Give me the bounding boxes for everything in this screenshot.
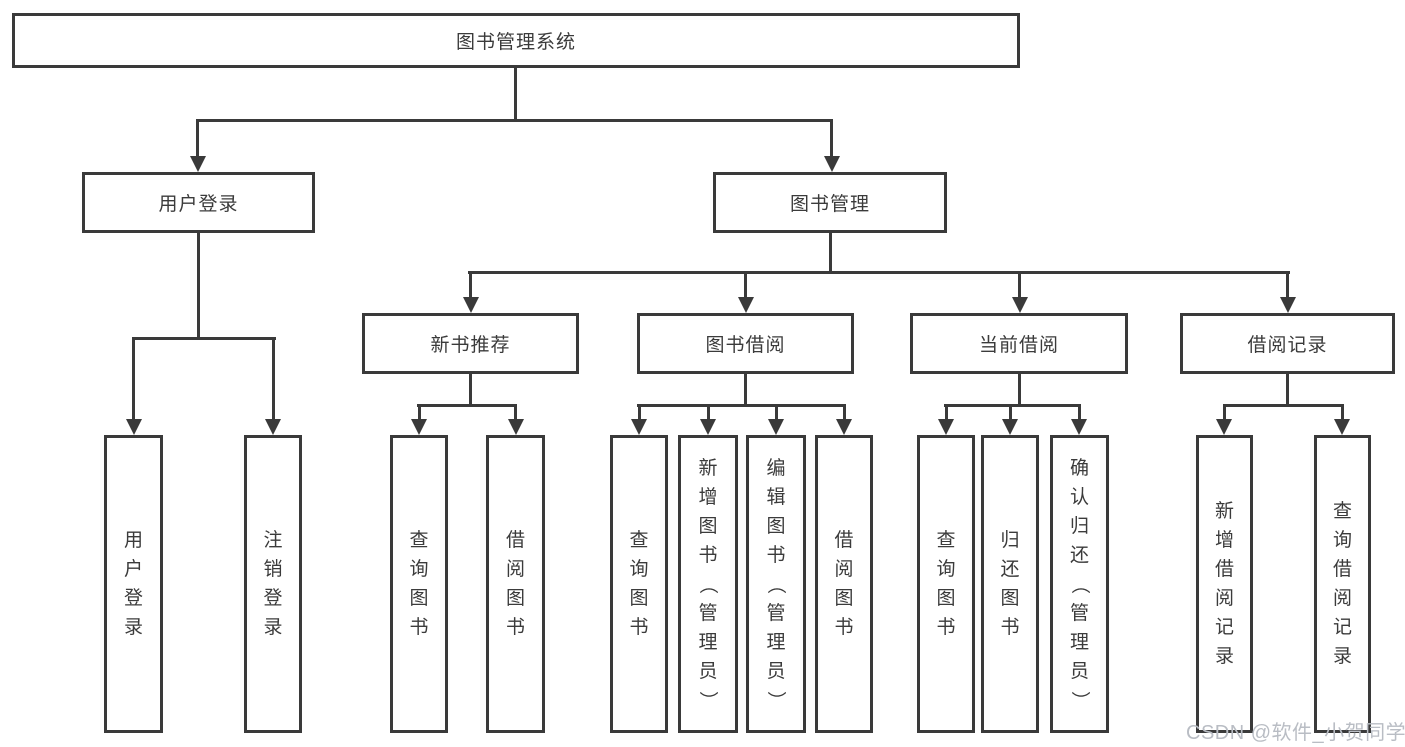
leaf-borrow-books-action-label: 借阅图书: [834, 530, 854, 638]
connector-book-borrow-stem: [744, 374, 747, 406]
connector-borrow-record-stem: [1286, 374, 1289, 406]
leaf-query-borrow-record-label: 查询借阅记录: [1332, 501, 1352, 667]
node-book-management-label: 图书管理: [789, 194, 870, 215]
node-book-management: 图书管理: [713, 172, 947, 233]
arrowhead-user-login: [190, 156, 206, 172]
node-current-borrow: 当前借阅: [910, 313, 1128, 374]
arrowhead-b2: [700, 419, 716, 435]
leaf-current-query-books-label: 查询图书: [936, 530, 956, 638]
connector-level3-branch: [468, 271, 1290, 274]
leaf-borrow-query-books: 查询图书: [610, 435, 668, 733]
arrowhead-a2: [508, 419, 524, 435]
connector-book-mgmt-stem: [829, 233, 832, 273]
connector-drop-b1: [638, 404, 641, 421]
leaf-return-books: 归还图书: [981, 435, 1039, 733]
connector-current-borrow-stem: [1018, 374, 1021, 406]
connector-drop-c2: [1009, 404, 1012, 421]
node-current-borrow-label: 当前借阅: [978, 335, 1059, 356]
connector-drop-b4: [843, 404, 846, 421]
leaf-borrow-query-books-label: 查询图书: [629, 530, 649, 638]
arrowhead-b1: [631, 419, 647, 435]
connector-user-login-branch: [132, 337, 276, 340]
node-root-system: 图书管理系统: [12, 13, 1020, 68]
connector-drop-a2: [514, 404, 517, 421]
node-user-login-label: 用户登录: [158, 194, 239, 215]
connector-drop-book-mgmt: [830, 119, 833, 158]
csdn-watermark: CSDN @软件_小贺同学: [1186, 722, 1405, 744]
leaf-recommend-query-books: 查询图书: [390, 435, 448, 733]
leaf-edit-books-admin: 编辑图书（管理员）: [746, 435, 806, 733]
connector-drop-borrow-record: [1286, 271, 1289, 299]
arrowhead-login-leaf: [126, 419, 142, 435]
arrowhead-c2: [1002, 419, 1018, 435]
leaf-recommend-borrow-books-label: 借阅图书: [505, 530, 525, 638]
connector-new-book-stem: [469, 374, 472, 406]
arrowhead-borrow-record: [1280, 297, 1296, 313]
connector-drop-logout-leaf: [272, 337, 275, 421]
leaf-return-books-label: 归还图书: [1000, 530, 1020, 638]
connector-borrow-record-branch: [1223, 404, 1344, 407]
connector-drop-book-borrow: [744, 271, 747, 299]
leaf-add-books-admin-label: 新增图书（管理员）: [697, 457, 719, 710]
arrowhead-new-book: [463, 297, 479, 313]
connector-drop-c1: [945, 404, 948, 421]
connector-drop-b3: [775, 404, 778, 421]
leaf-user-login-action: 用户登录: [104, 435, 163, 733]
connector-drop-user-login: [196, 119, 199, 158]
leaf-recommend-query-books-label: 查询图书: [409, 530, 429, 638]
connector-drop-b2: [707, 404, 710, 421]
node-book-borrow: 图书借阅: [637, 313, 854, 374]
leaf-logout-action: 注销登录: [244, 435, 302, 733]
leaf-current-query-books: 查询图书: [917, 435, 975, 733]
leaf-add-borrow-record: 新增借阅记录: [1196, 435, 1253, 733]
leaf-add-borrow-record-label: 新增借阅记录: [1214, 501, 1234, 667]
node-book-borrow-label: 图书借阅: [705, 335, 786, 356]
connector-drop-a1: [418, 404, 421, 421]
leaf-confirm-return-admin-label: 确认归还（管理员）: [1068, 457, 1090, 710]
arrowhead-a1: [411, 419, 427, 435]
leaf-recommend-borrow-books: 借阅图书: [486, 435, 545, 733]
node-new-book-recommend-label: 新书推荐: [430, 335, 511, 356]
connector-new-book-branch: [417, 404, 517, 407]
node-root-label: 图书管理系统: [455, 32, 576, 53]
connector-drop-login-leaf: [132, 337, 135, 421]
connector-drop-d1: [1223, 404, 1226, 421]
leaf-confirm-return-admin: 确认归还（管理员）: [1050, 435, 1109, 733]
connector-drop-c3: [1078, 404, 1081, 421]
connector-drop-new-book: [469, 271, 472, 299]
arrowhead-b3: [768, 419, 784, 435]
arrowhead-current-borrow: [1012, 297, 1028, 313]
leaf-add-books-admin: 新增图书（管理员）: [678, 435, 738, 733]
connector-level1-branch: [196, 119, 833, 122]
arrowhead-c1: [938, 419, 954, 435]
leaf-user-login-action-label: 用户登录: [123, 530, 143, 638]
leaf-logout-action-label: 注销登录: [263, 530, 283, 638]
leaf-query-borrow-record: 查询借阅记录: [1314, 435, 1371, 733]
connector-user-login-stem: [197, 233, 200, 340]
node-borrow-record: 借阅记录: [1180, 313, 1395, 374]
node-new-book-recommend: 新书推荐: [362, 313, 579, 374]
connector-current-borrow-branch: [944, 404, 1081, 407]
connector-drop-current-borrow: [1018, 271, 1021, 299]
node-user-login: 用户登录: [82, 172, 315, 233]
arrowhead-d2: [1334, 419, 1350, 435]
connector-root-stem: [514, 68, 517, 121]
leaf-edit-books-admin-label: 编辑图书（管理员）: [765, 457, 787, 710]
connector-book-borrow-branch: [637, 404, 846, 407]
arrowhead-d1: [1216, 419, 1232, 435]
node-borrow-record-label: 借阅记录: [1247, 335, 1328, 356]
connector-drop-d2: [1341, 404, 1344, 421]
arrowhead-book-borrow: [738, 297, 754, 313]
arrowhead-c3: [1071, 419, 1087, 435]
leaf-borrow-books-action: 借阅图书: [815, 435, 873, 733]
arrowhead-b4: [836, 419, 852, 435]
arrowhead-book-mgmt: [824, 156, 840, 172]
arrowhead-logout-leaf: [265, 419, 281, 435]
